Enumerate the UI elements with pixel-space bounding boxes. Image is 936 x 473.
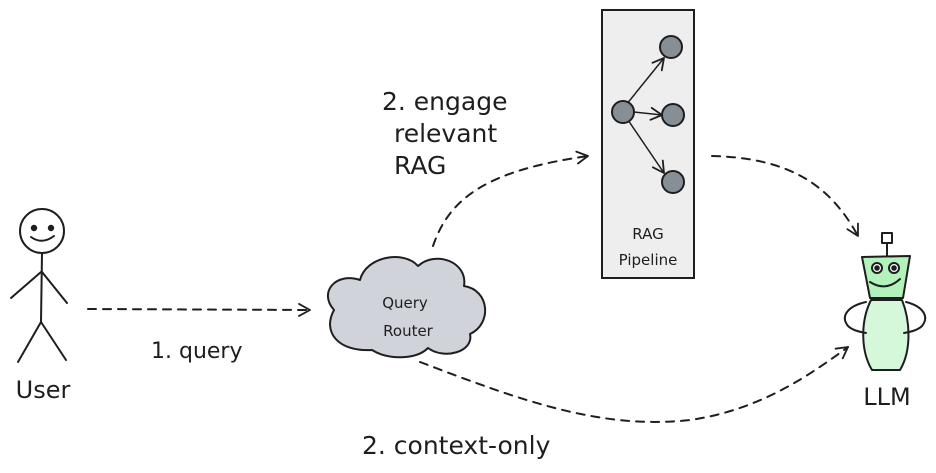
pipeline-label-line1: RAG	[632, 225, 663, 243]
context-only-label: 2. context-only	[362, 431, 551, 460]
router-cloud-shape	[327, 256, 486, 359]
engage-label-line3: RAG	[394, 151, 446, 180]
user-smile	[30, 235, 55, 242]
llm-label: LLM	[863, 383, 910, 411]
user-right-leg	[40, 321, 67, 361]
user-left-eye	[30, 224, 38, 232]
user-label: User	[16, 376, 71, 404]
engage-label-line1: 2. engage	[382, 87, 507, 116]
rag-pipeline: RAG Pipeline	[601, 9, 695, 279]
robot-left-pupil	[874, 265, 880, 271]
user-right-arm	[41, 271, 68, 304]
robot-body	[862, 299, 910, 371]
context-only-arrow	[419, 346, 849, 423]
query-router: Query Router	[327, 256, 486, 359]
pipeline-to-llm-arrow	[711, 155, 859, 237]
user-body	[40, 252, 43, 323]
llm-robot	[843, 232, 927, 371]
user-right-eye	[47, 224, 55, 232]
router-label-line2: Router	[383, 322, 434, 340]
user-figure	[10, 208, 68, 363]
pipeline-label-line2: Pipeline	[619, 251, 678, 269]
engage-label-line2: relevant	[394, 119, 497, 148]
query-label: 1. query	[151, 339, 243, 364]
engage-arrow	[432, 150, 589, 247]
pipeline-edge-top	[625, 57, 665, 106]
query-arrow	[87, 303, 311, 317]
router-label-line1: Query	[382, 294, 428, 312]
robot-antenna-tip	[881, 232, 893, 244]
user-left-arm	[10, 271, 42, 299]
user-head	[19, 208, 65, 254]
pipeline-edge-bottom	[627, 119, 665, 174]
pipeline-node-bottom	[661, 170, 685, 194]
user-left-leg	[17, 321, 42, 363]
robot-left-arm	[843, 301, 867, 334]
robot-mouth	[869, 278, 901, 288]
robot-head	[861, 255, 911, 299]
pipeline-node-root	[611, 100, 635, 124]
robot-right-arm	[903, 301, 927, 334]
pipeline-edge-middle	[633, 106, 663, 121]
pipeline-node-top	[659, 35, 683, 59]
pipeline-node-middle	[661, 103, 685, 127]
robot-right-pupil	[891, 265, 897, 271]
